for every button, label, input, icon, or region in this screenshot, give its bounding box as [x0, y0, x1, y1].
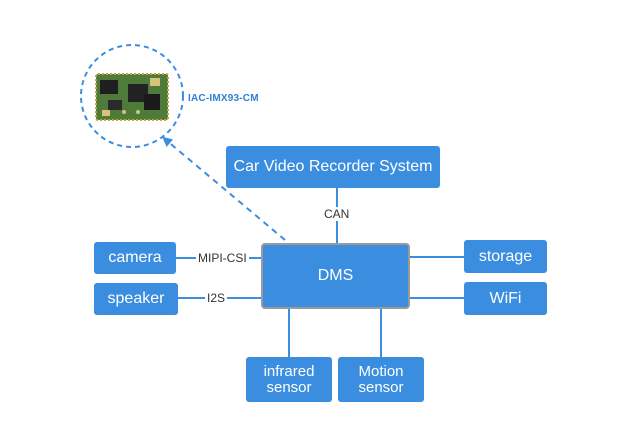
wifi-label: WiFi [489, 289, 522, 307]
motion-label-line2: sensor [358, 378, 404, 396]
wifi-node: WiFi [464, 282, 547, 315]
motion-label-line1: Motion [358, 362, 404, 380]
infrared-label-line2: sensor [266, 378, 312, 396]
module-label: IAC-IMX93-CM [188, 93, 259, 104]
car-video-recorder-node: Car Video Recorder System [226, 146, 440, 188]
speaker-node: speaker [94, 283, 178, 315]
module-dashed-circle [80, 44, 184, 148]
dms-node: DMS [261, 243, 410, 309]
car-video-recorder-label: Car Video Recorder System [233, 158, 433, 175]
dms-label: DMS [317, 267, 354, 284]
camera-label: camera [108, 249, 162, 266]
module-board-image [95, 73, 169, 121]
infrared-sensor-node: infrared sensor [246, 357, 332, 402]
i2s-label: I2S [205, 291, 228, 305]
speaker-label: speaker [107, 290, 165, 307]
camera-node: camera [94, 242, 176, 274]
dms-to-module-arrow [162, 136, 286, 241]
infrared-label-line1: infrared [263, 362, 315, 380]
motion-sensor-node: Motion sensor [338, 357, 424, 402]
storage-node: storage [464, 240, 547, 273]
mipi-csi-label: MIPI-CSI [196, 251, 249, 265]
can-label: CAN [322, 207, 352, 221]
storage-label: storage [478, 247, 533, 265]
